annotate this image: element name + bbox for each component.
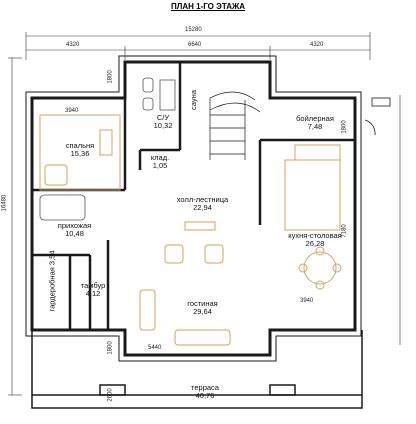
- terrace-area: 40,76: [195, 391, 215, 400]
- terrace-outline: [31, 330, 363, 409]
- dim-left: 4320: [66, 42, 80, 48]
- dim-total-height: 16480: [1, 194, 8, 212]
- pantry-label: клад.1,05: [145, 154, 175, 170]
- furniture: [39, 114, 342, 346]
- hallway-name: прихожая: [57, 221, 92, 230]
- hall-name: холл-лестница: [176, 195, 229, 204]
- fixtures: [39, 77, 176, 221]
- dressing-label: гардеробная 3,54: [47, 250, 57, 312]
- sauna-name: сауна: [189, 90, 198, 110]
- hallway-area: 10,48: [65, 229, 84, 238]
- bathroom-name: С/У: [156, 113, 170, 122]
- dressing-name: гардеробная: [47, 267, 57, 312]
- dim-total-width: 15280: [185, 27, 202, 33]
- living-area: 29,64: [193, 307, 212, 316]
- vestibule-name: тамбур: [80, 281, 106, 290]
- dimension-lines: [8, 32, 401, 396]
- hall-area: 22,94: [193, 203, 212, 212]
- dim-top-left-v: 1800: [107, 70, 114, 84]
- boiler-door-arc: [364, 97, 391, 136]
- kitchen-area: 26,28: [305, 239, 325, 248]
- dim-right-v: 1800: [341, 120, 348, 134]
- dressing-area: 3,54: [47, 250, 57, 266]
- bedroom-name: спальня: [65, 141, 95, 150]
- outer-walls: [25, 55, 362, 362]
- plan-title: ПЛАН 1-ГО ЭТАЖА: [171, 2, 245, 11]
- staircase: [209, 91, 261, 160]
- dim-right: 4320: [310, 42, 324, 48]
- terrace-name: терраса: [191, 383, 219, 392]
- bathroom-area: 10,32: [153, 121, 173, 130]
- bedroom-area: 15,36: [70, 149, 90, 158]
- pantry-name: клад.: [150, 153, 170, 162]
- boiler-name: бойлерная: [296, 114, 334, 123]
- pantry-area: 1,05: [152, 161, 168, 170]
- dim-bottom-v1: 1800: [107, 341, 114, 355]
- vestibule-area: 4,12: [85, 289, 101, 298]
- dim-kitchen-v: 7180: [341, 224, 348, 238]
- dim-middle: 6640: [188, 42, 202, 48]
- dim-bottom-v2: 2600: [107, 388, 114, 402]
- sauna-label: сауна: [189, 80, 198, 120]
- dim-living-width: 5440: [148, 345, 162, 351]
- dim-kitchen-width: 3940: [300, 298, 314, 304]
- dim-bedroom-width: 3940: [65, 108, 79, 114]
- living-name: гостиная: [187, 299, 218, 308]
- boiler-area: 7,48: [307, 122, 323, 131]
- kitchen-name: кухня-столовая: [288, 231, 342, 240]
